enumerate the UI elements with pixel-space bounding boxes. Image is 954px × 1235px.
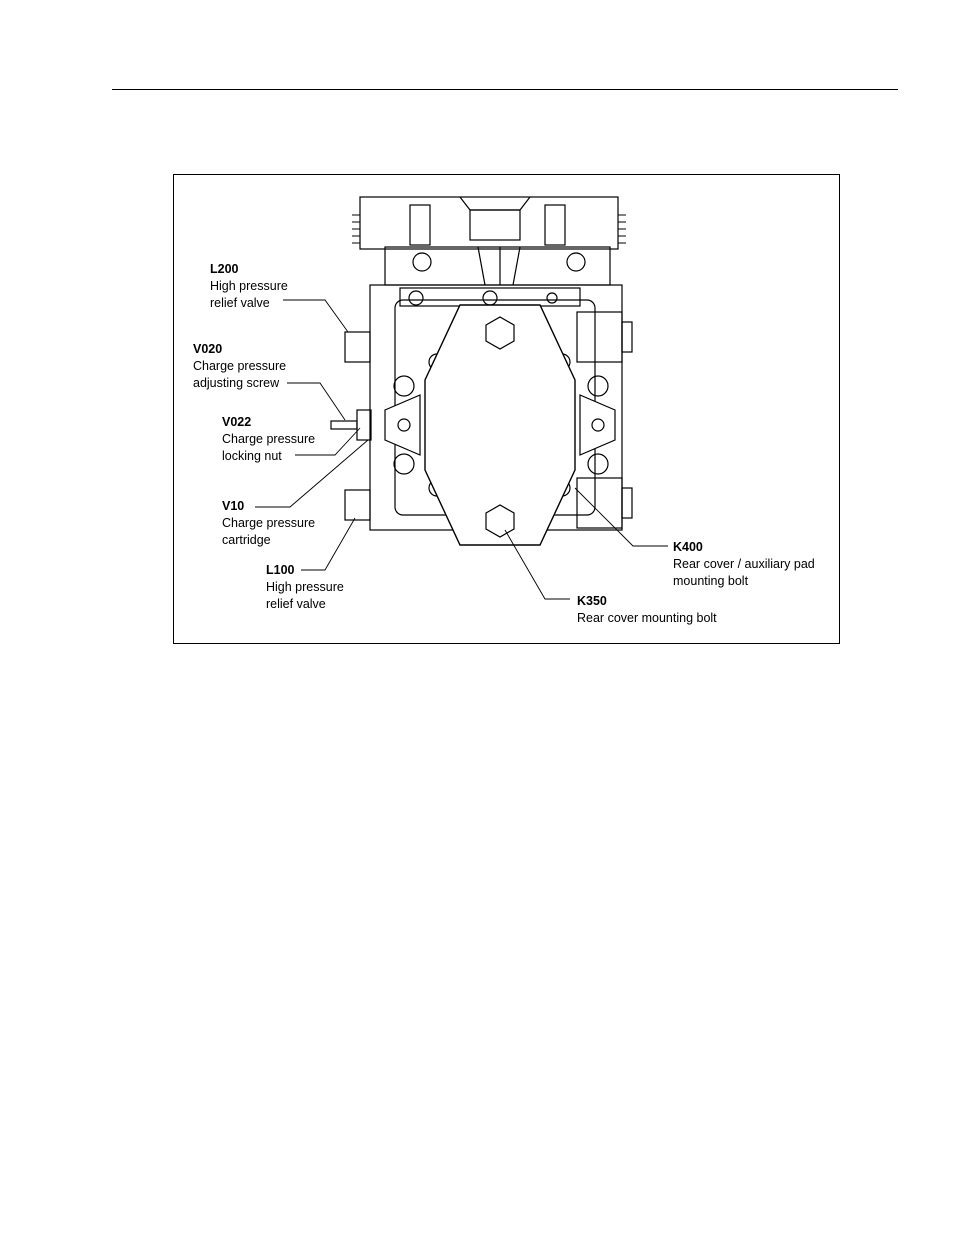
callout-k400: K400 Rear cover / auxiliary pad mounting… <box>673 539 815 590</box>
callout-v020: V020 Charge pressure adjusting screw <box>193 341 286 392</box>
callout-v022: V022 Charge pressure locking nut <box>222 414 315 465</box>
callout-desc: locking nut <box>222 448 315 465</box>
callout-v10: V10 Charge pressure cartridge <box>222 498 315 549</box>
callout-code: K350 <box>577 593 717 610</box>
callout-k350: K350 Rear cover mounting bolt <box>577 593 717 627</box>
callout-l200: L200 High pressure relief valve <box>210 261 288 312</box>
callout-code: K400 <box>673 539 815 556</box>
callout-desc: High pressure <box>266 579 344 596</box>
callout-desc: adjusting screw <box>193 375 286 392</box>
callout-desc: Rear cover / auxiliary pad <box>673 556 815 573</box>
callout-desc: Charge pressure <box>222 431 315 448</box>
callout-l100: L100 High pressure relief valve <box>266 562 344 613</box>
callout-code: L200 <box>210 261 288 278</box>
callout-desc: Charge pressure <box>193 358 286 375</box>
callout-desc: relief valve <box>210 295 288 312</box>
callout-desc: relief valve <box>266 596 344 613</box>
callout-code: V020 <box>193 341 286 358</box>
callout-code: L100 <box>266 562 344 579</box>
callout-desc: mounting bolt <box>673 573 815 590</box>
callout-desc: Charge pressure <box>222 515 315 532</box>
callout-code: V10 <box>222 498 315 515</box>
callout-code: V022 <box>222 414 315 431</box>
callout-desc: High pressure <box>210 278 288 295</box>
callout-desc: Rear cover mounting bolt <box>577 610 717 627</box>
callout-desc: cartridge <box>222 532 315 549</box>
